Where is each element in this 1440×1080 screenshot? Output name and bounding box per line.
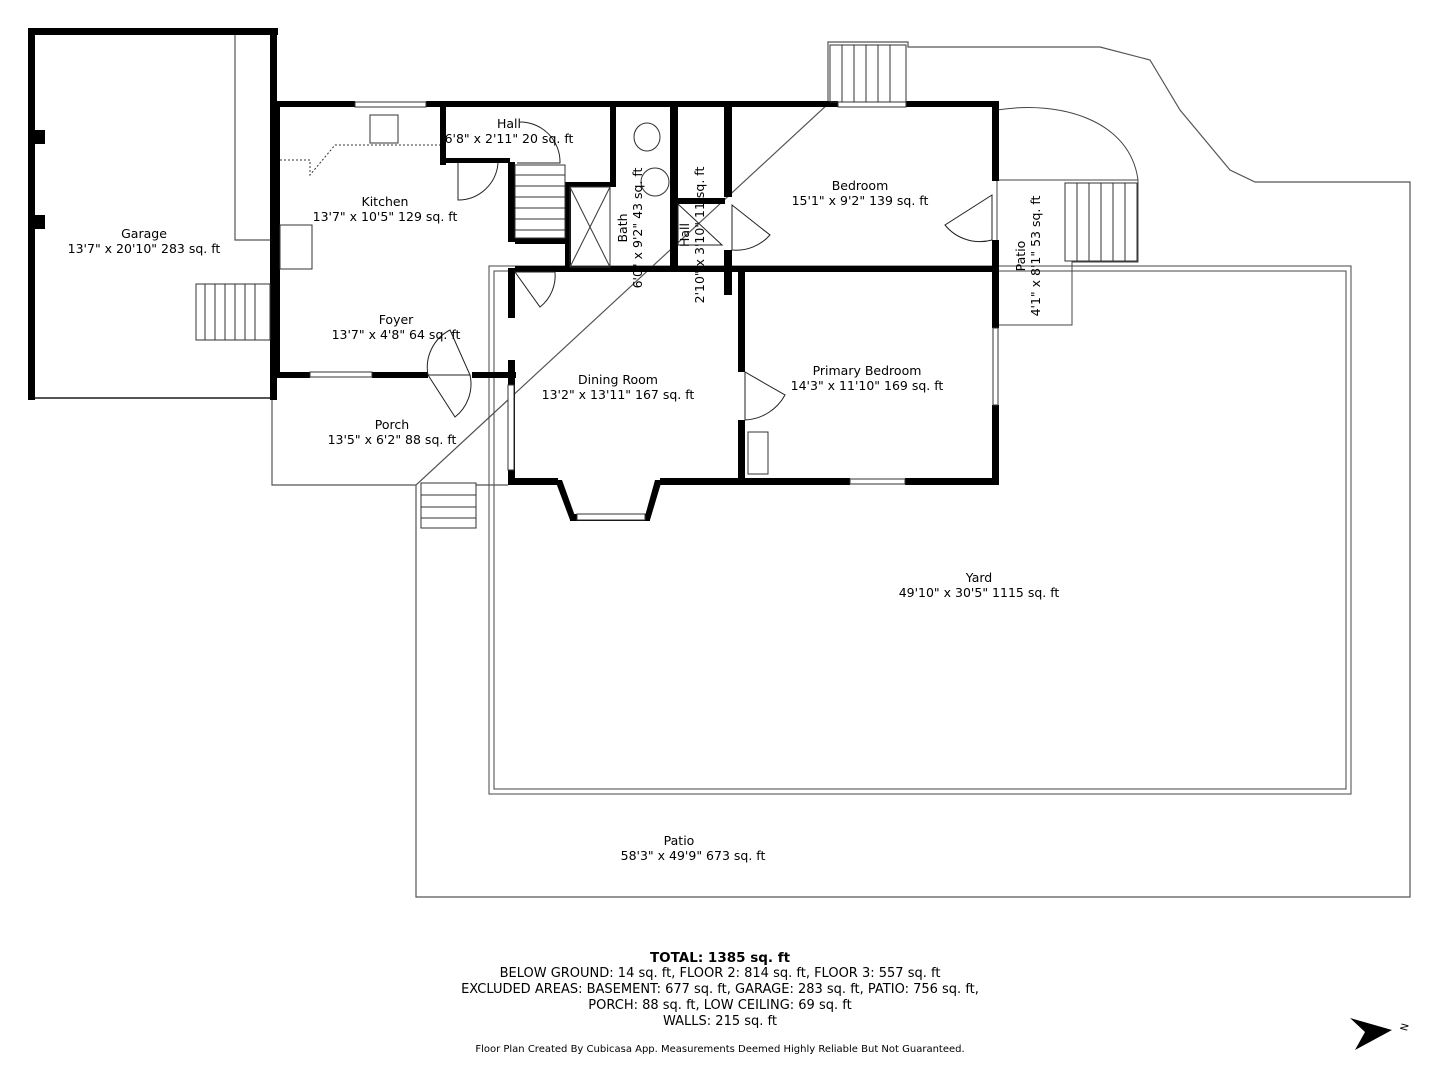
kitchen-dims: 13'7" x 10'5" 129 sq. ft xyxy=(313,209,458,224)
yard-inner-outline xyxy=(493,270,1347,790)
summary-line-1: BELOW GROUND: 14 sq. ft, FLOOR 2: 814 sq… xyxy=(499,966,941,981)
dining-dims: 13'2" x 13'11" 167 sq. ft xyxy=(542,387,695,402)
summary-line-4: WALLS: 215 sq. ft xyxy=(663,1014,777,1029)
fixtures xyxy=(279,114,769,475)
stairs xyxy=(195,44,1138,529)
house-walls xyxy=(275,101,999,521)
hall1-name: Hall xyxy=(497,116,521,131)
path-curve xyxy=(996,107,1139,181)
garage-name: Garage xyxy=(121,226,167,241)
primary-name: Primary Bedroom xyxy=(813,363,922,378)
credit-text: Floor Plan Created By Cubicasa App. Meas… xyxy=(475,1044,965,1055)
yard-dims: 49'10" x 30'5" 1115 sq. ft xyxy=(899,585,1060,600)
patio-outline xyxy=(415,41,1411,898)
hall2-dims: 2'10" x 3'10" 11 sq. ft xyxy=(692,167,707,304)
patio-small-dims: 4'1" x 8'1" 53 sq. ft xyxy=(1028,195,1043,316)
north-label: N xyxy=(1399,1022,1412,1032)
patio-large-name: Patio xyxy=(664,833,695,848)
dining-name: Dining Room xyxy=(578,372,658,387)
kitchen-name: Kitchen xyxy=(362,194,409,209)
porch-outline xyxy=(271,400,416,486)
bedroom-name: Bedroom xyxy=(832,178,889,193)
primary-dims: 14'3" x 11'10" 169 sq. ft xyxy=(791,378,944,393)
bedroom-dims: 15'1" x 9'2" 139 sq. ft xyxy=(792,193,929,208)
hall2-name: Hall xyxy=(677,223,692,247)
windows xyxy=(309,101,999,521)
bath-dims: 6'0" x 9'2" 43 sq. ft xyxy=(630,167,645,288)
porch-name: Porch xyxy=(375,417,409,432)
foyer-name: Foyer xyxy=(379,312,414,327)
bath-name: Bath xyxy=(615,213,630,242)
porch-dims: 13'5" x 6'2" 88 sq. ft xyxy=(328,432,457,447)
patio-large-dims: 58'3" x 49'9" 673 sq. ft xyxy=(621,848,766,863)
garage-dims: 13'7" x 20'10" 283 sq. ft xyxy=(68,241,221,256)
summary-line-2: EXCLUDED AREAS: BASEMENT: 677 sq. ft, GA… xyxy=(461,982,979,997)
total-area: TOTAL: 1385 sq. ft xyxy=(649,950,791,966)
hall1-dims: 6'8" x 2'11" 20 sq. ft xyxy=(445,131,574,146)
patio-small-name: Patio xyxy=(1013,241,1028,272)
north-arrow-icon: N xyxy=(1350,1018,1412,1050)
yard-name: Yard xyxy=(965,570,992,585)
foyer-dims: 13'7" x 4'8" 64 sq. ft xyxy=(332,327,461,342)
area-summary: TOTAL: 1385 sq. ft BELOW GROUND: 14 sq. … xyxy=(0,950,1440,1030)
yard-outline xyxy=(488,265,1352,795)
summary-line-3: PORCH: 88 sq. ft, LOW CEILING: 69 sq. ft xyxy=(588,998,852,1013)
doors xyxy=(426,121,993,421)
garage-walls xyxy=(28,28,278,400)
